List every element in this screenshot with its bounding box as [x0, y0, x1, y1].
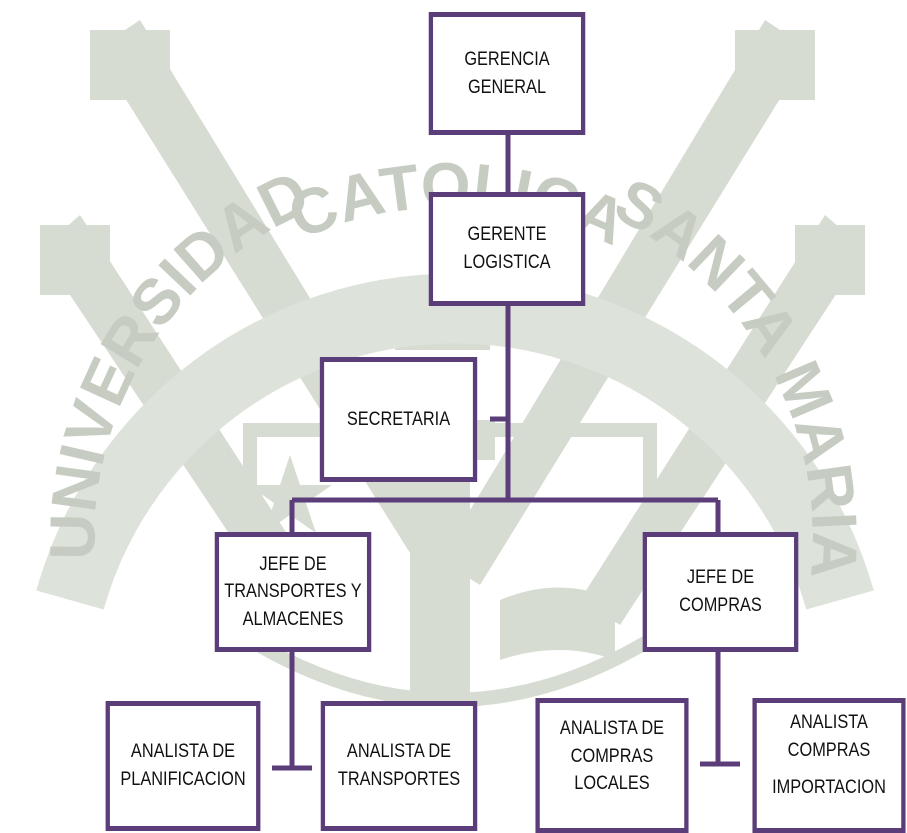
- jefe-compras-box: JEFE DE COMPRAS: [642, 532, 799, 652]
- analista-compras-importacion-box: ANALISTA COMPRAS IMPORTACION: [752, 698, 906, 833]
- analista-planificacion-line-2: PLANIFICACION: [120, 769, 246, 790]
- analista-transportes-box: ANALISTA DE TRANSPORTES: [320, 701, 478, 831]
- jefe-transportes-line-2: TRANSPORTES Y: [224, 581, 362, 603]
- secretaria-label: SECRETARIA: [346, 408, 451, 430]
- jefe-compras-line-2: COMPRAS: [679, 595, 762, 616]
- analista-transportes-line-2: TRANSPORTES: [337, 769, 461, 790]
- gerente-logistica-line-2: LOGISTICA: [463, 252, 551, 273]
- gerente-logistica-box: GERENTE LOGISTICA: [428, 192, 586, 306]
- analista-planificacion-box: ANALISTA DE PLANIFICACION: [105, 701, 261, 831]
- gerente-logistica-line-1: GERENTE: [467, 224, 547, 246]
- analista-compras-importacion-line-3: IMPORTACION: [772, 777, 886, 799]
- jefe-transportes-line-3: ALMACENES: [242, 608, 344, 630]
- jefe-compras-line-1: JEFE DE: [686, 567, 755, 589]
- analista-planificacion-line-1: ANALISTA DE: [130, 741, 236, 763]
- analista-compras-locales-line-3: LOCALES: [574, 773, 650, 795]
- gerencia-general-line-2: GENERAL: [467, 76, 547, 98]
- analista-compras-locales-box: ANALISTA DE COMPRAS LOCALES: [535, 698, 689, 833]
- jefe-transportes-line-1: JEFE DE: [259, 553, 327, 575]
- analista-compras-importacion-line-2: COMPRAS: [787, 739, 871, 761]
- analista-compras-importacion-line-1: ANALISTA: [790, 712, 868, 733]
- analista-compras-locales-line-2: COMPRAS: [570, 745, 654, 767]
- analista-compras-locales-line-1: ANALISTA DE: [559, 718, 665, 739]
- gerencia-general-box: GERENCIA GENERAL: [428, 12, 586, 135]
- analista-transportes-line-1: ANALISTA DE: [346, 741, 452, 763]
- gerencia-general-line-1: GERENCIA: [464, 48, 550, 70]
- secretaria-box: SECRETARIA: [319, 357, 478, 482]
- jefe-transportes-box: JEFE DE TRANSPORTES Y ALMACENES: [214, 532, 372, 652]
